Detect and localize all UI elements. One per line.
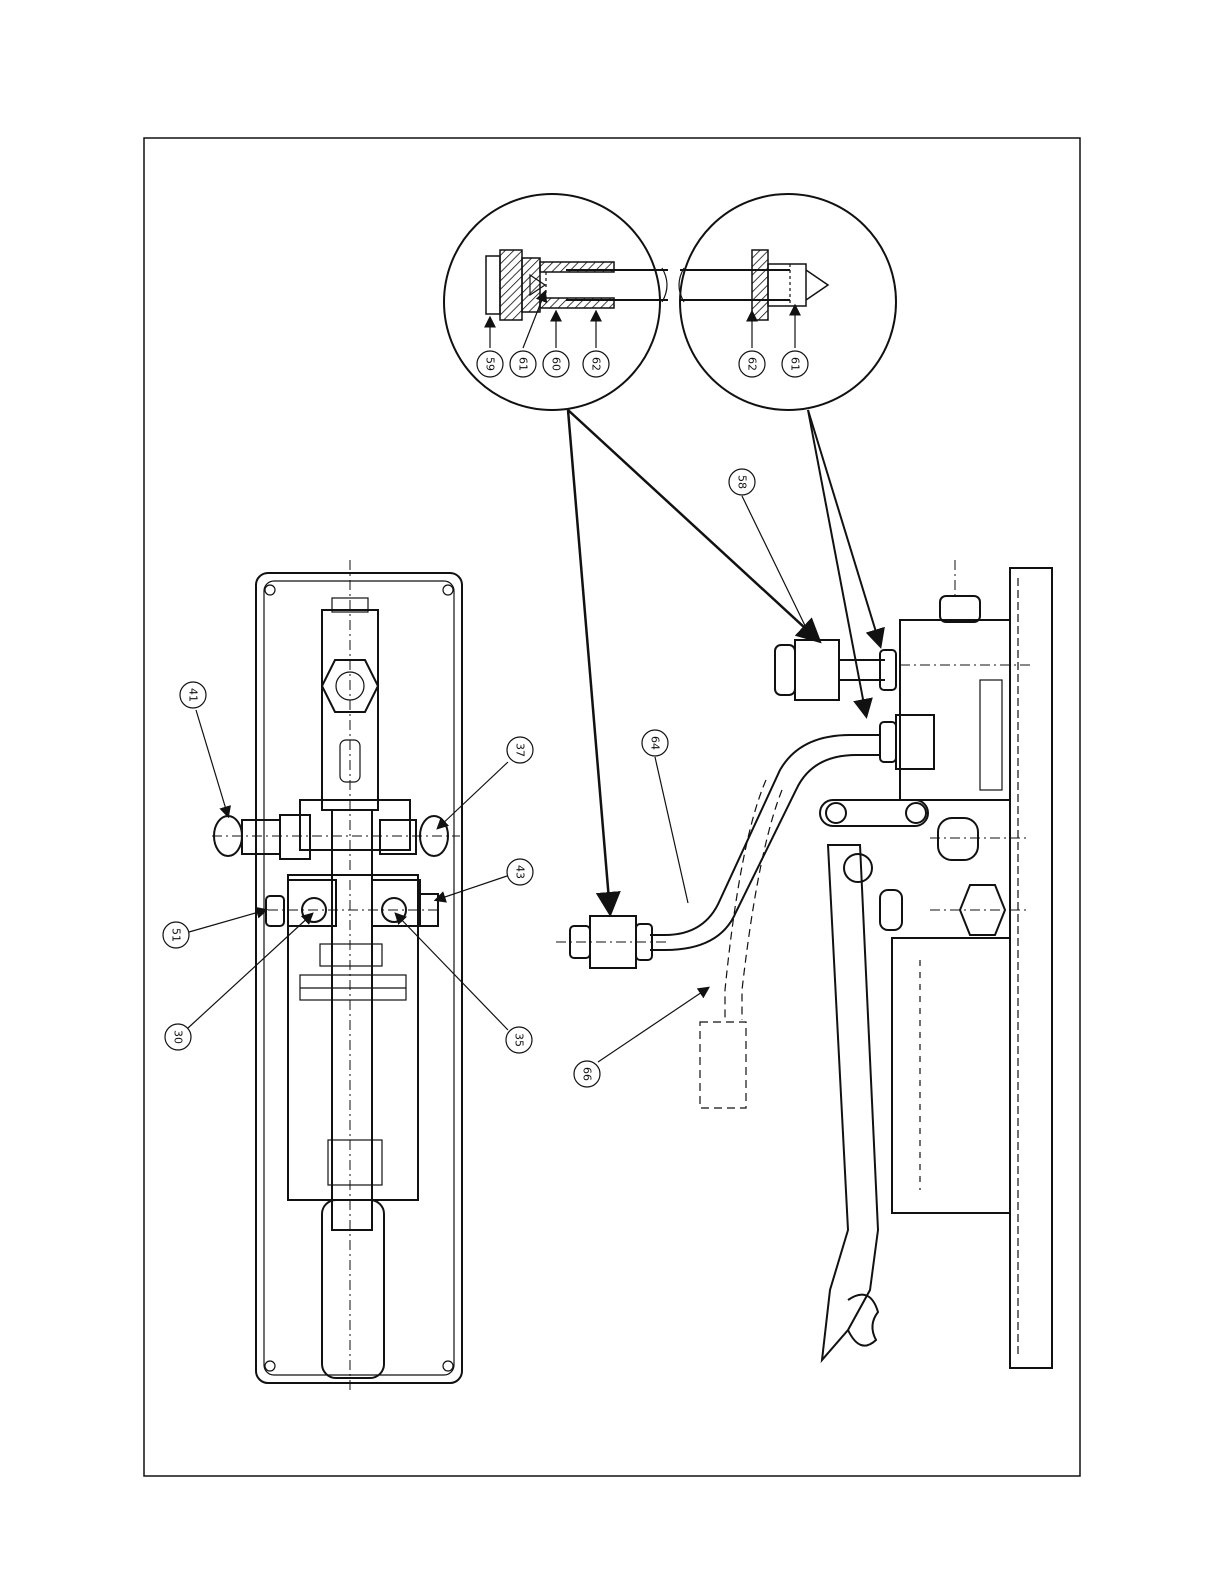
callout-label: 61	[789, 357, 802, 371]
callout-59: 59	[477, 318, 503, 377]
callout-label: 43	[514, 865, 527, 879]
detail-leader-arrows	[568, 410, 880, 912]
detail-circle-b	[662, 194, 896, 410]
callout-label: 61	[517, 357, 530, 371]
callout-label: 59	[484, 357, 497, 371]
callout-label: 30	[172, 1030, 185, 1044]
callout-61b: 61	[782, 306, 808, 377]
callout-label: 66	[581, 1067, 594, 1081]
callout-62a: 62	[583, 312, 609, 377]
callout-35: 35	[396, 914, 532, 1053]
callout-64: 64	[642, 730, 688, 903]
callout-58: 58	[729, 469, 812, 640]
drawing-frame	[144, 138, 1080, 1476]
callout-66: 66	[574, 988, 708, 1087]
pump-top-view	[212, 560, 462, 1392]
callout-label: 62	[590, 357, 603, 371]
callout-30: 30	[165, 914, 312, 1050]
callout-51: 51	[163, 910, 266, 948]
callout-60: 60	[543, 312, 569, 377]
pump-side-view	[556, 560, 1052, 1368]
detail-circle-a	[444, 194, 668, 410]
callout-37: 37	[438, 737, 533, 828]
callout-label: 51	[170, 928, 183, 942]
callout-43: 43	[436, 859, 533, 900]
callout-label: 60	[550, 357, 563, 371]
callout-label: 41	[187, 688, 200, 702]
callout-label: 37	[514, 743, 527, 757]
callout-label: 64	[649, 736, 662, 750]
callout-label: 58	[736, 475, 749, 489]
callout-label: 62	[746, 357, 759, 371]
callout-label: 35	[513, 1033, 526, 1047]
callout-41: 41	[180, 682, 228, 816]
callout-62b: 62	[739, 312, 765, 377]
